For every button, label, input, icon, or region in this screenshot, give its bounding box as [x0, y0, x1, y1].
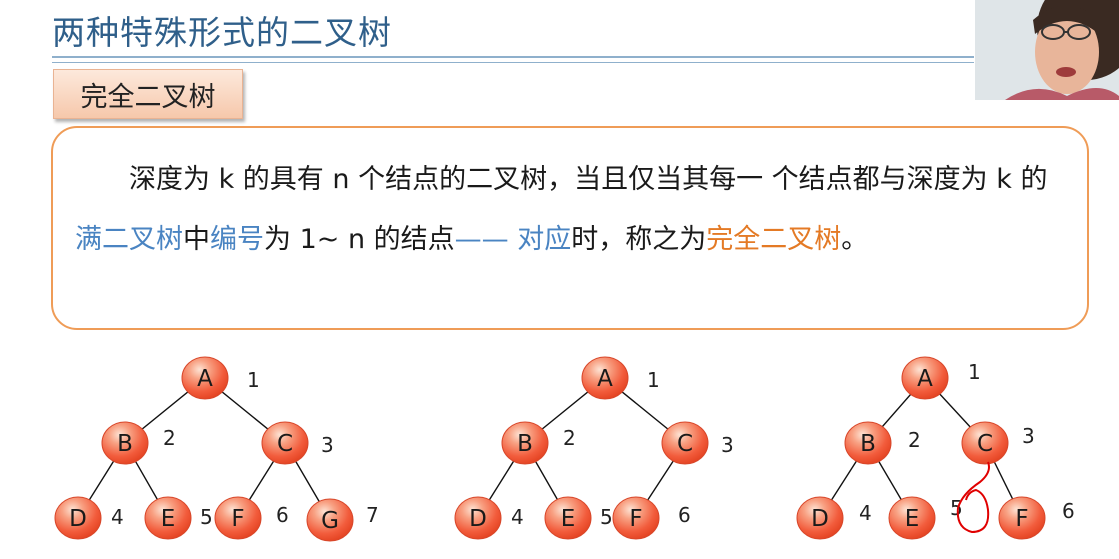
node-circle: [544, 496, 592, 540]
def-seg: 为 1~ n 的结点: [264, 224, 455, 255]
node-label: D: [69, 506, 87, 532]
node-circle: [54, 496, 102, 540]
node-label: E: [905, 506, 920, 532]
node-circle: [501, 421, 549, 465]
node-circle: [844, 421, 892, 465]
node-number: 1: [647, 368, 660, 392]
node-number: 3: [1022, 424, 1035, 448]
node-label: A: [197, 366, 213, 392]
node-label: G: [321, 508, 339, 534]
node-circle: [181, 356, 229, 400]
node-circle: [306, 498, 354, 542]
def-seg-highlight: 编号: [210, 224, 264, 255]
node-label: F: [629, 506, 642, 532]
node-number: 4: [511, 505, 524, 529]
tree-node: B: [844, 421, 892, 465]
tree-node: B: [501, 421, 549, 465]
node-number: 3: [321, 433, 334, 457]
node-number: 4: [111, 505, 124, 529]
presenter-video: [975, 0, 1119, 100]
node-circle: [612, 496, 660, 540]
tree-node: E: [888, 496, 936, 540]
node-label: C: [277, 431, 293, 457]
tree-node: F: [612, 496, 660, 540]
tree-node: C: [961, 421, 1009, 465]
tree-node: C: [261, 421, 309, 465]
node-circle: [101, 421, 149, 465]
node-number: 7: [366, 503, 379, 527]
node-label: C: [977, 431, 993, 457]
node-circle: [901, 356, 949, 400]
slide-title: 两种特殊形式的二叉树: [52, 13, 392, 52]
node-circle: [144, 496, 192, 540]
section-badge: 完全二叉树: [53, 69, 243, 119]
node-number: 2: [163, 426, 176, 450]
tree-node: B: [101, 421, 149, 465]
def-seg-highlight: —— 对应: [454, 224, 572, 255]
presenter-avatar: [975, 0, 1119, 100]
node-label: B: [517, 431, 533, 457]
tree-node: D: [796, 496, 844, 540]
node-label: A: [917, 366, 933, 392]
tree-node: C: [661, 421, 709, 465]
tree-node: A: [901, 356, 949, 400]
def-seg: 。: [841, 224, 869, 255]
node-circle: [888, 496, 936, 540]
node-number: 1: [247, 368, 260, 392]
def-seg: 时，称之为: [571, 224, 707, 255]
tree-node: E: [144, 496, 192, 540]
node-label: D: [811, 506, 829, 532]
handwritten-circle-annotation: [956, 461, 990, 534]
node-number: 5: [200, 505, 213, 529]
node-label: E: [161, 506, 176, 532]
node-label: C: [677, 431, 693, 457]
node-number: 1: [968, 360, 981, 384]
node-circle: [581, 356, 629, 400]
node-circle: [998, 496, 1046, 540]
tree-node: A: [581, 356, 629, 400]
node-number: 3: [721, 433, 734, 457]
tree-node: D: [454, 496, 502, 540]
tree-node: A: [181, 356, 229, 400]
node-number: 4: [859, 501, 872, 525]
tree-node: F: [998, 496, 1046, 540]
node-circle: [796, 496, 844, 540]
node-circle: [261, 421, 309, 465]
node-circle: [454, 496, 502, 540]
title-rule-bottom: [52, 62, 974, 63]
node-circle: [661, 421, 709, 465]
tree-node: D: [54, 496, 102, 540]
node-label: F: [231, 506, 244, 532]
def-seg-term: 完全二叉树: [706, 224, 842, 255]
node-label: A: [597, 366, 613, 392]
node-number: 6: [1062, 499, 1075, 523]
node-circle: [214, 496, 262, 540]
tree-node: F: [214, 496, 262, 540]
node-label: D: [469, 506, 487, 532]
node-number: 2: [908, 428, 921, 452]
node-label: F: [1015, 506, 1028, 532]
node-label: E: [561, 506, 576, 532]
tree-node: G: [306, 498, 354, 542]
def-seg-highlight: 满二叉树: [75, 224, 183, 255]
node-number: 2: [563, 426, 576, 450]
tree-node: E: [544, 496, 592, 540]
def-seg: 深度为 k 的具有 n 个结点的二叉树，当且仅当其每一 个结点都与深度为 k 的: [129, 164, 1048, 195]
definition-paragraph: 深度为 k 的具有 n 个结点的二叉树，当且仅当其每一 个结点都与深度为 k 的…: [75, 150, 1069, 270]
title-rule-top: [52, 56, 974, 58]
definition-box: 深度为 k 的具有 n 个结点的二叉树，当且仅当其每一 个结点都与深度为 k 的…: [51, 126, 1089, 330]
node-label: B: [860, 431, 876, 457]
node-label: B: [117, 431, 133, 457]
node-number: 6: [276, 503, 289, 527]
node-number: 6: [678, 503, 691, 527]
def-seg: 中: [183, 224, 210, 255]
node-number: 5: [600, 505, 613, 529]
node-circle: [961, 421, 1009, 465]
